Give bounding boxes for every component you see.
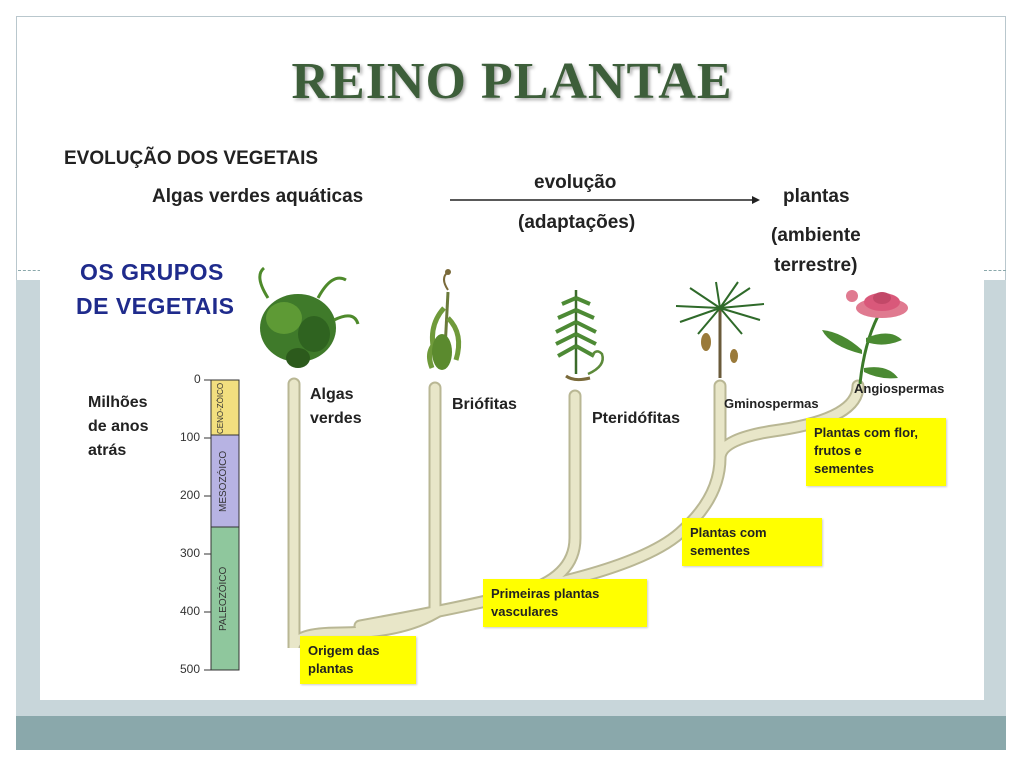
group-label-angiosperms: Angiospermas <box>854 381 945 396</box>
box-plant-origin: Origem das plantas <box>300 636 416 684</box>
timescale-label-line2: de anos <box>88 418 149 435</box>
tick-0: 0 <box>194 372 201 386</box>
fern-icon <box>555 290 604 382</box>
tick-100: 100 <box>180 430 201 444</box>
box-flowering-plants-line3: sementes <box>814 461 874 476</box>
plants-label: plantas <box>783 186 850 207</box>
tick-500: 500 <box>180 662 201 676</box>
algae-aquatic-label: Algas verdes aquáticas <box>152 186 364 207</box>
box-seed-plants-line1: Plantas com <box>690 525 767 540</box>
era-cenozoic: CENO-ZÓICO <box>216 382 225 434</box>
moss-icon <box>427 269 462 370</box>
era-mesozoic: MESOZÓICO <box>218 450 229 512</box>
box-flowering-plants-line2: frutos e <box>814 443 862 458</box>
flower-icon <box>822 290 908 385</box>
timescale-label-line1: Milhões <box>88 394 148 411</box>
figure-header: EVOLUÇÃO DOS VEGETAIS <box>64 148 319 169</box>
arrow-label-bottom: (adaptações) <box>518 212 636 233</box>
era-paleozoic: PALEOZÓICO <box>218 566 229 632</box>
evolution-arrow <box>450 196 760 204</box>
box-seed-plants-line2: sementes <box>690 543 750 558</box>
tick-400: 400 <box>180 604 201 618</box>
box-first-vascular-line1: Primeiras plantas <box>491 586 600 601</box>
box-plant-origin-line1: Origem das <box>308 643 380 658</box>
group-label-pteridophytes: Pteridófitas <box>592 410 681 427</box>
tick-300: 300 <box>180 546 201 560</box>
arrow-label-top: evolução <box>534 172 617 193</box>
environment-label: (ambiente <box>771 225 861 246</box>
geologic-timescale <box>204 379 240 671</box>
slide-title: REINO PLANTAE <box>291 53 733 110</box>
timescale-label-line3: atrás <box>88 442 127 459</box>
box-flowering-plants: Plantas com flor, frutos e sementes <box>806 418 946 486</box>
tick-200: 200 <box>180 488 201 502</box>
box-first-vascular: Primeiras plantas vasculares <box>483 579 647 627</box>
group-label-algae-line2: verdes <box>310 410 362 427</box>
slide-footer-band <box>16 716 1006 750</box>
box-plant-origin-line2: plantas <box>308 661 354 676</box>
groups-title-line1: OS GRUPOS <box>80 259 224 285</box>
groups-title-line2: DE VEGETAIS <box>76 293 235 319</box>
divider-right <box>984 270 1006 271</box>
box-flowering-plants-line1: Plantas com flor, <box>814 425 919 440</box>
green-algae-icon <box>258 266 360 368</box>
evolution-figure: EVOLUÇÃO DOS VEGETAIS Algas verdes aquát… <box>40 138 984 700</box>
terrestrial-label: terrestre) <box>774 255 858 276</box>
group-label-bryophytes: Briófitas <box>452 396 517 413</box>
box-first-vascular-line2: vasculares <box>491 604 559 619</box>
group-label-gymnosperms: Gminospermas <box>724 396 819 411</box>
group-label-algae-line1: Algas <box>310 386 354 403</box>
box-seed-plants: Plantas com sementes <box>682 518 822 566</box>
pine-icon <box>675 281 765 378</box>
